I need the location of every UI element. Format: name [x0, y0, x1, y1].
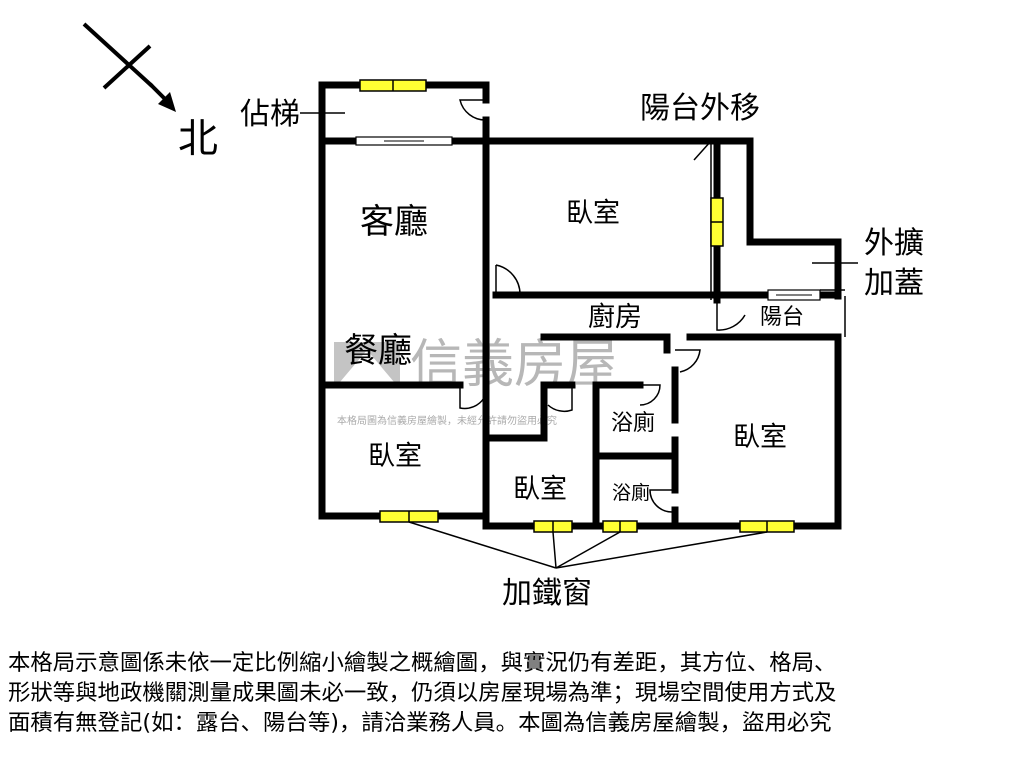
door-bath-1 [639, 384, 661, 406]
door-bedroom-left [459, 385, 485, 410]
label-dining-room: 餐廳 [344, 331, 412, 371]
window-bathroom [602, 520, 638, 533]
label-bedroom-left: 臥室 [368, 441, 422, 472]
watermark-notice: 本格局圖為信義房屋繪製，未經允許請勿盜用必究 [337, 414, 557, 427]
door-kitchen-right [675, 349, 701, 373]
label-living-room: 客廳 [360, 202, 428, 242]
label-kitchen: 廚房 [588, 302, 642, 333]
window-stair [359, 79, 427, 92]
north-arrow-icon [158, 92, 176, 112]
disclaimer-text: 本格局示意圖係未依一定比例縮小繪製之概繪圖，與實況仍有差距，其方位、格局、 形狀… [8, 650, 837, 736]
label-bedroom-top: 臥室 [566, 198, 620, 229]
sliding-door-living [355, 136, 453, 146]
annotation-balcony-moved: 陽台外移 [640, 91, 760, 126]
compass-line [82, 22, 154, 88]
annotation-extension-1: 外擴 [864, 226, 924, 261]
floor-plan: 信義房屋 本格局圖為信義房屋繪製，未經允許請勿盜用必究 北 [82, 22, 924, 611]
label-bedroom-right: 臥室 [733, 422, 787, 453]
window-bedroom-right [739, 520, 795, 533]
doors [459, 99, 746, 513]
annotation-extension-2: 加蓋 [864, 266, 924, 301]
leader-window-4 [555, 531, 768, 569]
leader-window-3 [555, 531, 621, 569]
label-bathroom-2: 浴廁 [612, 481, 650, 504]
leader-window-2 [552, 531, 557, 569]
window-bedroom-small [533, 520, 573, 533]
room-labels: 佔梯 客廳 餐廳 臥室 廚房 陽台 臥室 臥室 浴廁 浴廁 臥室 [240, 97, 804, 505]
window-bedroom-top [710, 197, 724, 247]
leader-lines [300, 112, 858, 569]
door-bedroom-small [547, 385, 573, 413]
label-balcony: 陽台 [760, 305, 804, 330]
window-bedroom-left [379, 510, 439, 523]
label-stair: 佔梯 [240, 97, 300, 132]
watermark-logo-icon [334, 342, 400, 386]
door-bath-2 [649, 489, 675, 513]
annotations: 陽台外移 外擴 加蓋 加鐵窗 [502, 91, 924, 611]
door-balcony [716, 300, 746, 331]
compass: 北 [82, 22, 218, 162]
sliding-door-balcony [767, 289, 821, 301]
door-bedroom-top [495, 264, 521, 296]
north-label: 北 [178, 116, 218, 162]
annotation-iron-windows: 加鐵窗 [502, 576, 592, 611]
label-bathroom-1: 浴廁 [611, 411, 655, 436]
compass-cross [102, 44, 152, 90]
watermark: 信義房屋 本格局圖為信義房屋繪製，未經允許請勿盜用必究 [334, 335, 618, 427]
label-bedroom-small: 臥室 [513, 474, 567, 505]
door-stair [459, 99, 487, 121]
leader-window-1 [408, 521, 557, 569]
